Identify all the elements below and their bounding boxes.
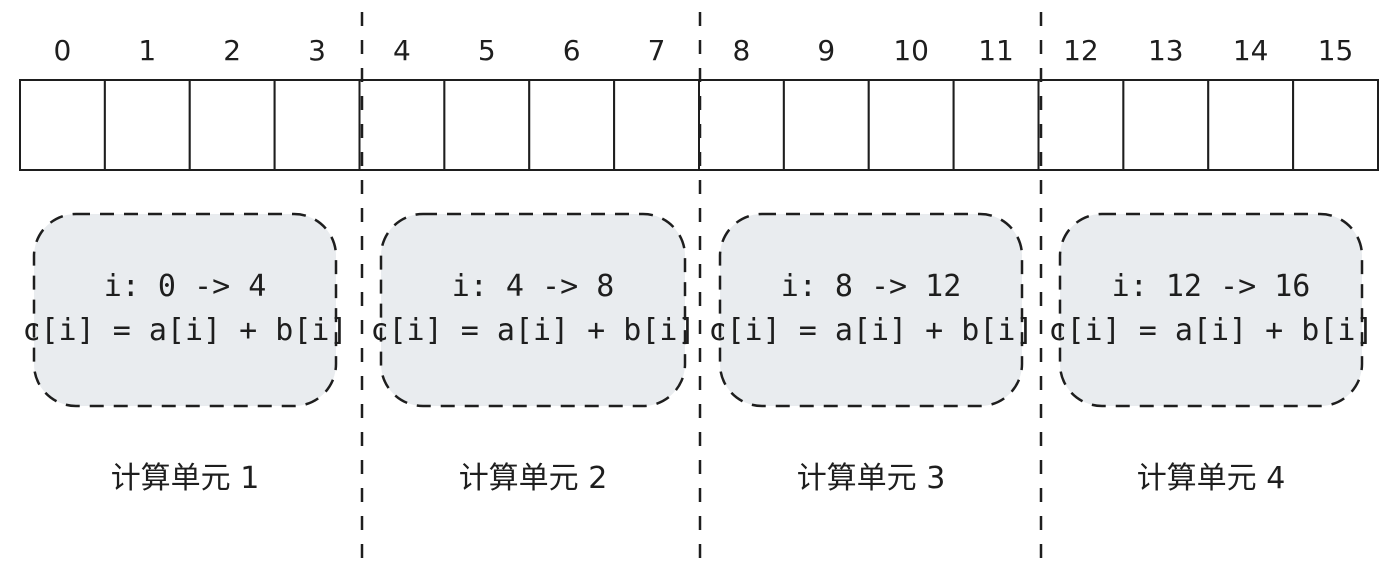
array-index-label: 9 [817,34,835,67]
compute-units: i: 0 -> 4 c[i] = a[i] + b[i] 计算单元 1 i: 4 ->… [22,212,1374,496]
array-index-label: 4 [393,34,411,67]
array-index-label: 7 [648,34,666,67]
vector-add-expression: c[i] = a[i] + b[i] [370,313,695,348]
array-cell [952,79,1040,171]
compute-unit-1: i: 0 -> 4 c[i] = a[i] + b[i] 计算单元 1 [22,212,348,496]
array-index-label: 5 [478,34,496,67]
compute-unit-4: i: 12 -> 16 c[i] = a[i] + b[i] 计算单元 4 [1048,212,1374,496]
array-cell [782,79,870,171]
array-cell [358,79,446,171]
vector-add-expression: c[i] = a[i] + b[i] [22,313,347,348]
compute-unit-box [379,212,687,408]
array-cell [443,79,531,171]
compute-unit-2: i: 4 -> 8 c[i] = a[i] + b[i] 计算单元 2 [370,212,696,496]
array-index-label: 12 [1063,34,1099,67]
compute-unit-label: 计算单元 4 [1137,461,1286,496]
array-cell [273,79,361,171]
loop-range-text: i: 12 -> 16 [1112,269,1311,304]
array-index-label: 1 [138,34,156,67]
compute-unit-box [718,212,1024,408]
array-index-label: 10 [893,34,929,67]
array-cell [103,79,191,171]
vector-add-expression: c[i] = a[i] + b[i] [708,313,1033,348]
array-cell [1122,79,1210,171]
loop-range-text: i: 8 -> 12 [781,269,962,304]
array-index-label: 11 [978,34,1014,67]
compute-unit-box [1058,212,1364,408]
array-index-label: 2 [223,34,241,67]
array-cell [528,79,616,171]
array-cell [698,79,785,171]
compute-unit-label: 计算单元 1 [111,461,260,496]
compute-unit-label: 计算单元 3 [797,461,946,496]
array-cell [1292,79,1379,171]
unit-dividers [360,12,1043,565]
array-index-label: 13 [1148,34,1184,67]
loop-range-text: i: 4 -> 8 [452,269,615,304]
compute-unit-box [32,212,338,408]
array-index-label: 6 [563,34,581,67]
array-index-label: 0 [54,34,72,67]
vector-add-expression: c[i] = a[i] + b[i] [1048,313,1373,348]
array-cell [19,79,106,171]
array-cell [613,79,700,171]
array-cell [867,79,955,171]
array-cell [1207,79,1295,171]
array-cell [188,79,276,171]
loop-range-text: i: 0 -> 4 [104,269,267,304]
array-index-label: 3 [308,34,326,67]
compute-unit-3: i: 8 -> 12 c[i] = a[i] + b[i] 计算单元 3 [708,212,1034,496]
array-cell [1037,79,1125,171]
array-index-label: 14 [1233,34,1269,67]
compute-unit-label: 计算单元 2 [459,461,608,496]
array-cells [19,79,1379,171]
array-index-label: 8 [733,34,751,67]
array-index-label: 15 [1318,34,1354,67]
